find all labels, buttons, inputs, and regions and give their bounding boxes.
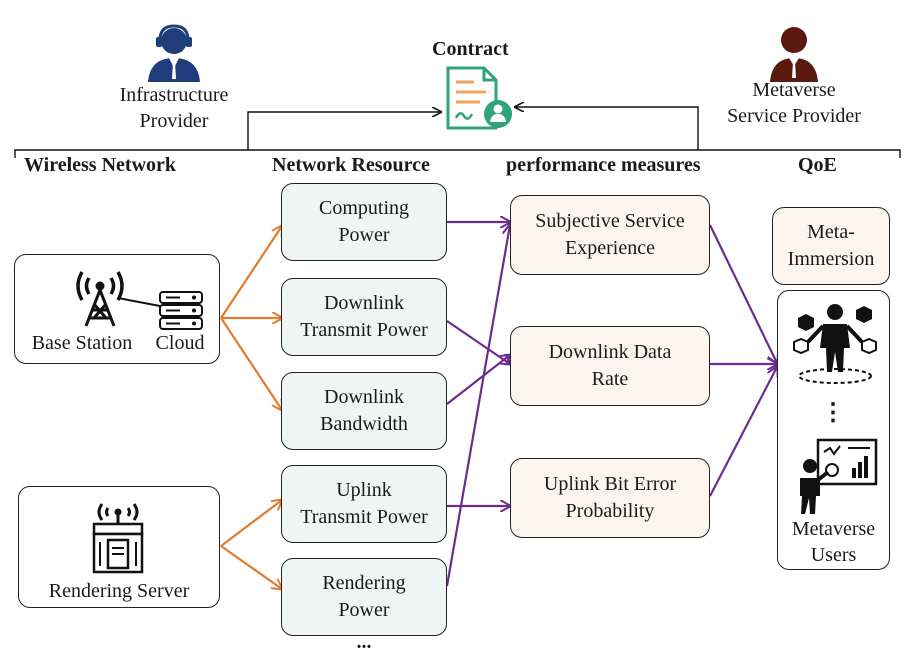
rendering-server-label: Rendering Server xyxy=(48,580,190,602)
resource-downlink-bandwidth: Downlink Bandwidth xyxy=(281,372,447,450)
header-network-resource: Network Resource xyxy=(272,154,430,176)
header-qoe: QoE xyxy=(798,154,837,176)
resource-uplink-transmit-power: Uplink Transmit Power xyxy=(281,465,447,543)
dashboard-user-icon xyxy=(800,438,878,514)
measure-uplink-bit-error-probability: Uplink Bit Error Probability xyxy=(510,458,710,538)
metaverse-service-provider: Metaverse Service Provider xyxy=(712,24,876,136)
metaverse-users-label: Metaverse Users xyxy=(791,518,876,566)
resource-rendering-power: Rendering Power xyxy=(281,558,447,636)
businessman-icon xyxy=(770,27,818,82)
measure-subjective-service-experience: Subjective Service Experience xyxy=(510,195,710,275)
cloud-label: Cloud xyxy=(155,332,205,354)
base-station-label: Base Station xyxy=(31,332,133,354)
infrastructure-provider-label: Infrastructure Provider xyxy=(119,84,229,132)
resource-more-ellipsis: ... xyxy=(356,631,372,653)
vr-user-icon xyxy=(793,304,877,384)
header-performance-measures: performance measures xyxy=(506,154,701,176)
resource-downlink-transmit-power: Downlink Transmit Power xyxy=(281,278,447,356)
contract-document-icon xyxy=(446,66,512,130)
link-line xyxy=(118,297,161,307)
rendering-server-icon xyxy=(92,503,144,574)
person-headset-icon xyxy=(148,24,200,82)
resource-computing-power: Computing Power xyxy=(281,183,447,261)
header-bracket xyxy=(14,107,901,158)
server-rack-icon xyxy=(159,291,203,330)
vertical-dots: ⋮ xyxy=(821,400,845,426)
metaverse-service-provider-label: Metaverse Service Provider xyxy=(727,79,861,127)
infrastructure-provider: Infrastructure Provider xyxy=(108,24,240,136)
contract-title: Contract xyxy=(432,38,509,60)
purple-arrows xyxy=(445,222,777,587)
measure-downlink-data-rate: Downlink Data Rate xyxy=(510,326,710,406)
header-wireless-network: Wireless Network xyxy=(24,154,177,176)
qoe-meta-immersion: Meta- Immersion xyxy=(772,207,890,285)
orange-arrows xyxy=(220,226,282,589)
